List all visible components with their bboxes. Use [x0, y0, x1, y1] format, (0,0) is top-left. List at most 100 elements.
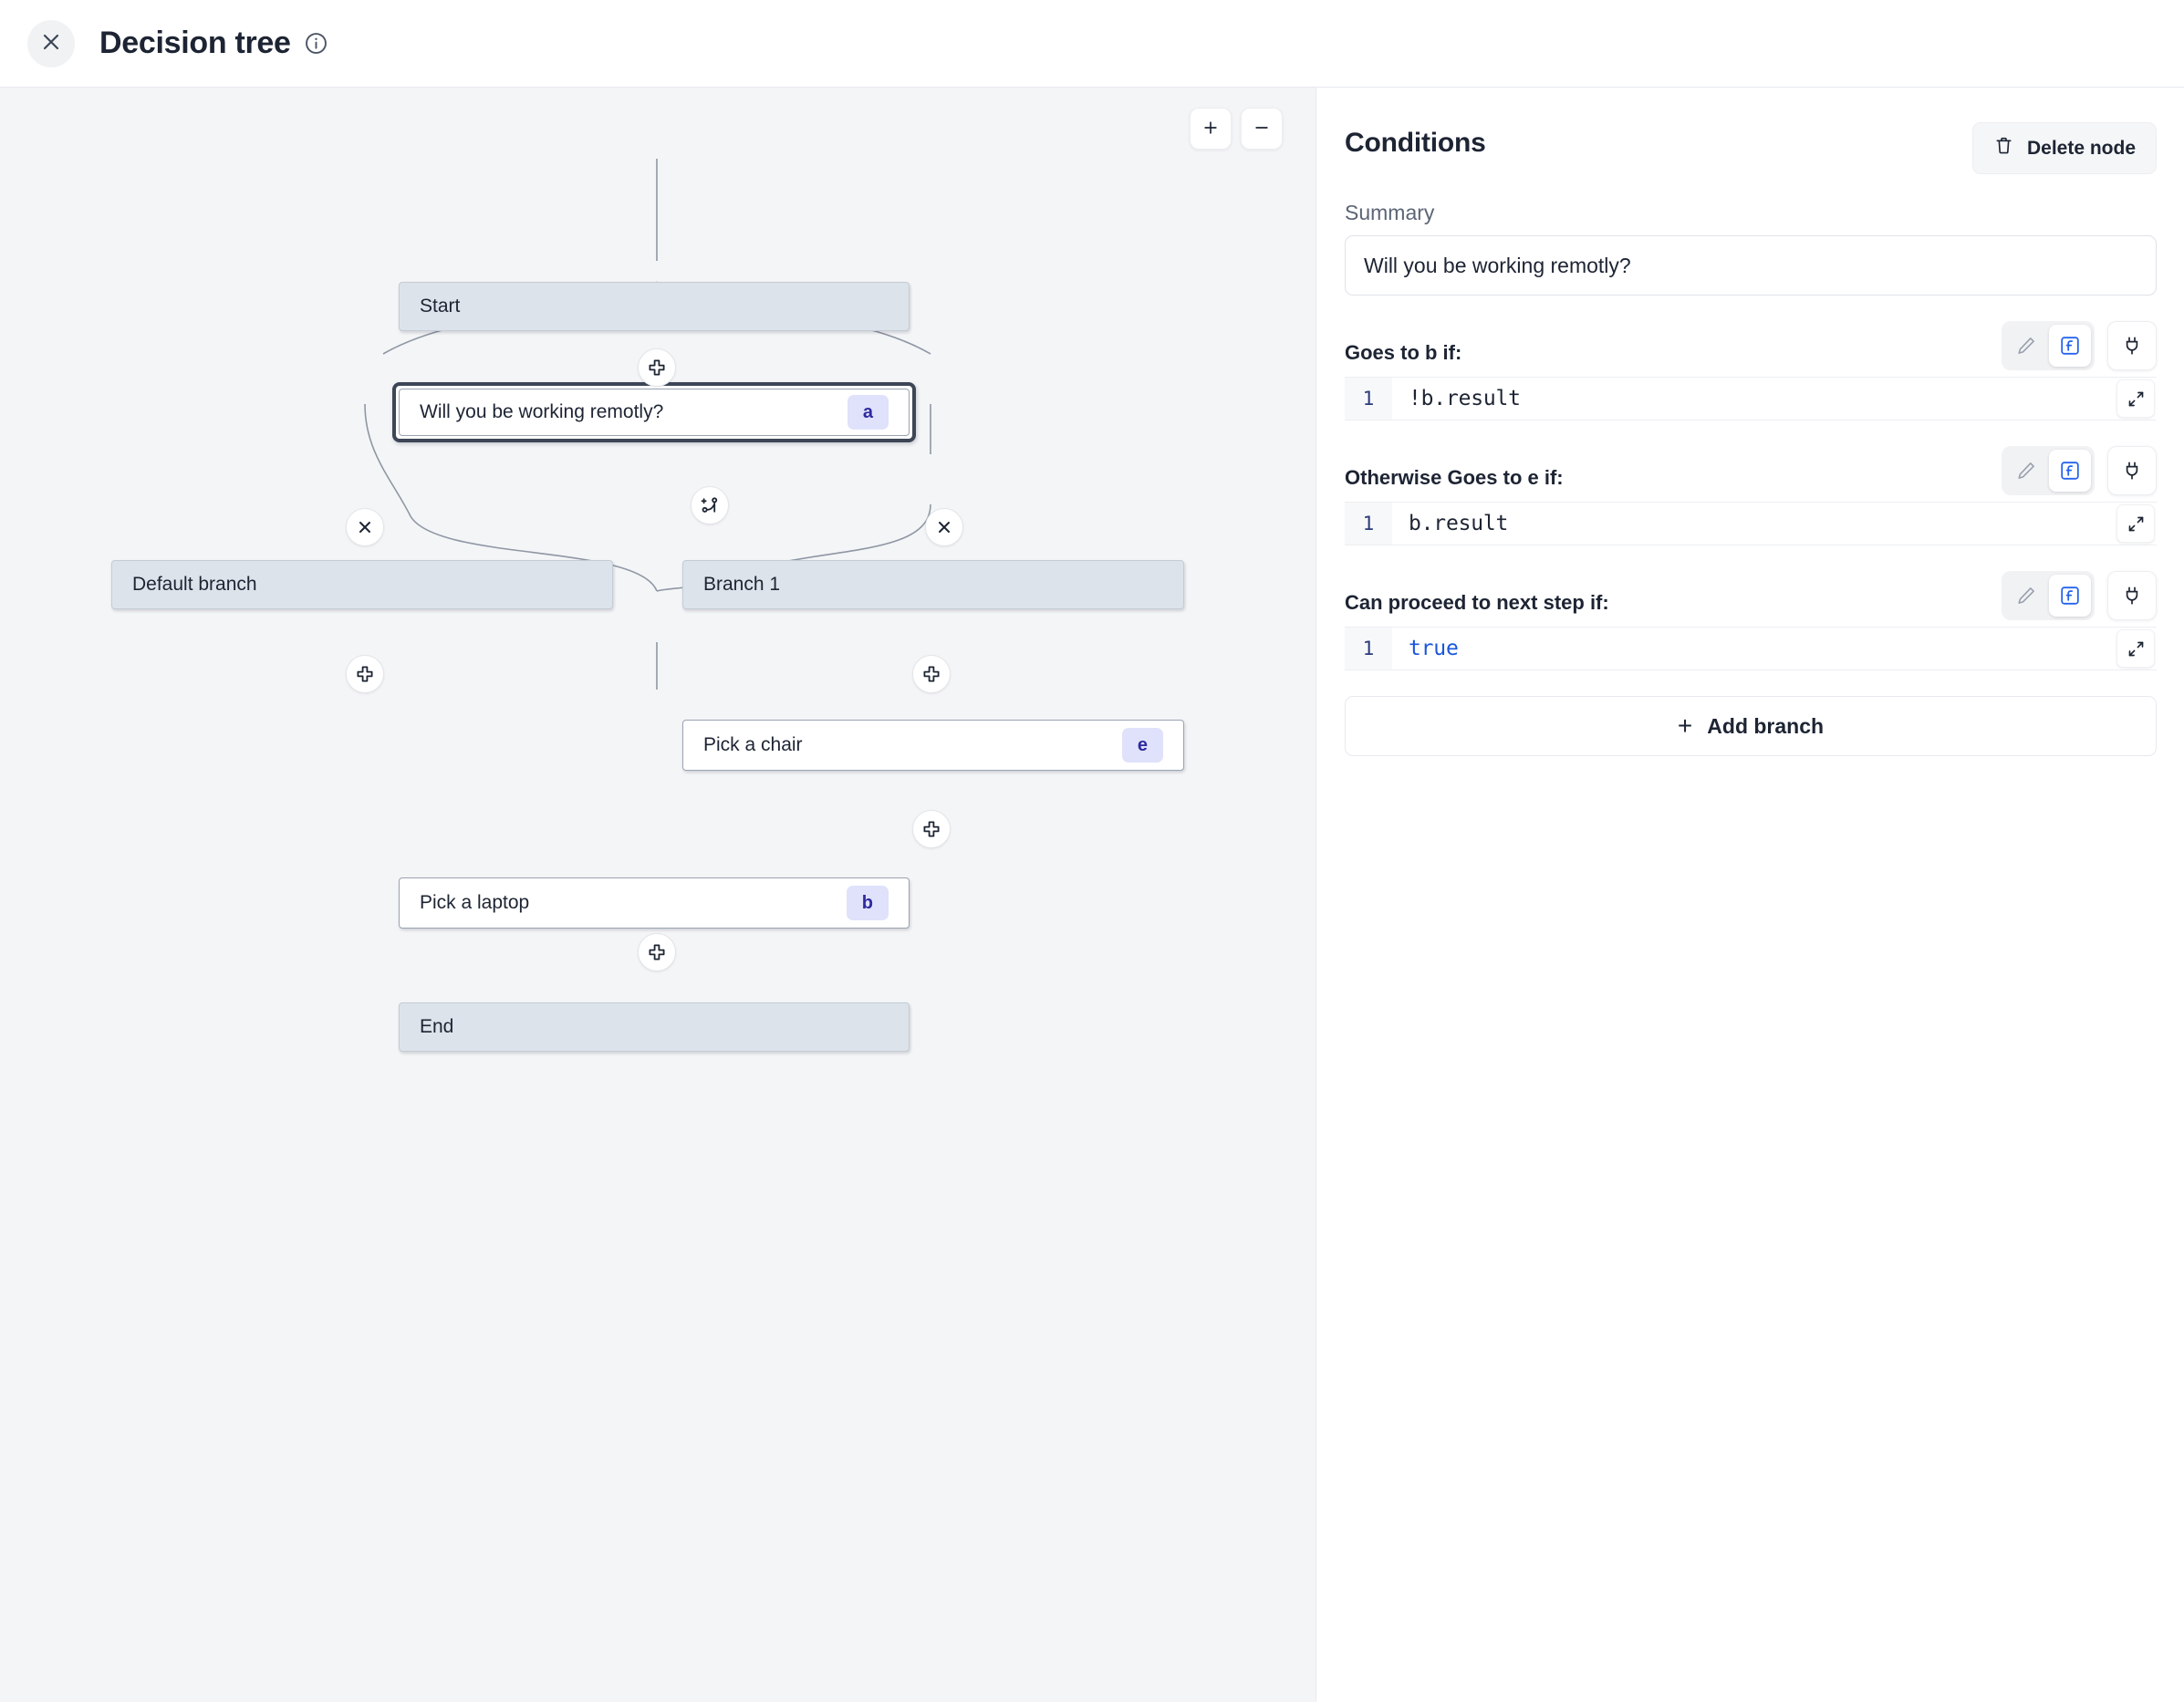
delete-node-label: Delete node [2026, 137, 2136, 159]
condition-header: Otherwise Goes to e if: [1345, 444, 2157, 495]
plus-icon [646, 941, 668, 963]
condition-label: Can proceed to next step if: [1345, 591, 1609, 614]
code-editor[interactable]: 1 b.result [1345, 502, 2157, 545]
function-icon [2059, 460, 2081, 482]
flow-node-badge: e [1121, 728, 1163, 763]
close-icon [40, 31, 62, 56]
line-number: 1 [1345, 378, 1392, 420]
editor-mode-toggle [2002, 571, 2095, 620]
expand-icon [2127, 639, 2146, 659]
trash-icon [1993, 135, 2014, 161]
flow-node-label: Pick a laptop [420, 892, 530, 913]
flow-node-end[interactable]: End [399, 1002, 910, 1052]
remove-branch-handle-default[interactable] [346, 508, 384, 546]
flow-node-decision-selected[interactable]: Will you be working remotly? a [392, 382, 916, 442]
summary-input[interactable] [1345, 235, 2157, 296]
properties-panel: Conditions Delete node Summary Goes to b… [1317, 88, 2184, 1702]
flow-node-badge: b [846, 886, 889, 920]
condition-block-can-proceed: Can proceed to next step if: [1345, 569, 2157, 670]
condition-tools [2002, 571, 2157, 620]
add-branch-handle[interactable] [691, 486, 729, 524]
expression-mode-button[interactable] [2049, 575, 2091, 617]
code-content[interactable]: !b.result [1409, 387, 1521, 410]
pencil-icon [2015, 335, 2037, 357]
condition-label: Otherwise Goes to e if: [1345, 466, 1564, 489]
pencil-icon [2015, 585, 2037, 607]
plug-icon [2121, 585, 2143, 607]
add-step-handle-after-start[interactable] [638, 348, 676, 387]
flow-node-pick-a-chair[interactable]: Pick a chair e [682, 720, 1184, 771]
flow-node-label: Start [420, 296, 461, 317]
remove-branch-handle-branch1[interactable] [925, 508, 963, 546]
plus-icon [1201, 117, 1220, 140]
condition-header: Can proceed to next step if: [1345, 569, 2157, 620]
title-group: Decision tree [99, 26, 328, 61]
pencil-mode-button[interactable] [2005, 450, 2047, 492]
expand-icon [2127, 389, 2146, 409]
condition-header: Goes to b if: [1345, 319, 2157, 370]
add-branch-label: Add branch [1707, 713, 1825, 738]
info-icon[interactable] [304, 31, 328, 56]
add-branch-button[interactable]: + Add branch [1345, 696, 2157, 756]
line-number: 1 [1345, 628, 1392, 669]
condition-tools [2002, 446, 2157, 495]
plus-icon [920, 818, 942, 840]
branch-plus-icon [699, 494, 721, 516]
code-content[interactable]: b.result [1409, 512, 1509, 535]
flow-node-label: End [420, 1016, 454, 1037]
plus-icon: + [1677, 711, 1693, 740]
expand-editor-button[interactable] [2116, 379, 2155, 418]
plus-icon [354, 663, 376, 685]
app-header: Decision tree [0, 0, 2184, 88]
panel-header: Conditions Delete node [1345, 122, 2157, 174]
flow-node-badge: a [847, 395, 889, 430]
zoom-out-button[interactable] [1241, 108, 1283, 150]
expand-editor-button[interactable] [2116, 504, 2155, 543]
add-step-handle-after-chair[interactable] [912, 810, 951, 848]
pencil-mode-button[interactable] [2005, 325, 2047, 367]
editor-mode-toggle [2002, 446, 2095, 495]
flow-node-branch-1[interactable]: Branch 1 [682, 560, 1184, 609]
flow-node-decision[interactable]: Will you be working remotly? a [399, 389, 910, 436]
add-step-handle-after-laptop[interactable] [638, 933, 676, 971]
flow-node-label: Branch 1 [703, 574, 781, 595]
plug-icon [2121, 335, 2143, 357]
code-editor[interactable]: 1 true [1345, 627, 2157, 670]
connect-variable-button[interactable] [2107, 571, 2157, 620]
close-button[interactable] [27, 19, 75, 67]
flow-node-default-branch[interactable]: Default branch [111, 560, 613, 609]
delete-node-button[interactable]: Delete node [1971, 122, 2157, 174]
expand-editor-button[interactable] [2116, 629, 2155, 668]
summary-label: Summary [1345, 201, 1435, 224]
panel-title: Conditions [1345, 128, 1486, 158]
flow-node-label: Default branch [132, 574, 257, 595]
condition-tools [2002, 321, 2157, 370]
function-icon [2059, 585, 2081, 607]
flow-canvas[interactable]: Start Will you be working remotly? a [0, 88, 1316, 1702]
minus-icon [1253, 117, 1271, 140]
code-content[interactable]: true [1409, 637, 1459, 660]
close-icon [933, 516, 955, 538]
connect-variable-button[interactable] [2107, 446, 2157, 495]
plus-icon [920, 663, 942, 685]
zoom-in-button[interactable] [1190, 108, 1232, 150]
pencil-icon [2015, 460, 2037, 482]
close-icon [354, 516, 376, 538]
editor-mode-toggle [2002, 321, 2095, 370]
condition-block-goes-to-b: Goes to b if: [1345, 319, 2157, 420]
add-step-handle-after-branch-1[interactable] [912, 655, 951, 693]
code-editor[interactable]: 1 !b.result [1345, 377, 2157, 420]
line-number: 1 [1345, 503, 1392, 545]
pencil-mode-button[interactable] [2005, 575, 2047, 617]
expression-mode-button[interactable] [2049, 325, 2091, 367]
expression-mode-button[interactable] [2049, 450, 2091, 492]
flow-node-label: Will you be working remotly? [420, 401, 664, 422]
flow-node-pick-a-laptop[interactable]: Pick a laptop b [399, 877, 910, 929]
connect-variable-button[interactable] [2107, 321, 2157, 370]
plus-icon [646, 357, 668, 379]
flow-node-start[interactable]: Start [399, 282, 910, 331]
plug-icon [2121, 460, 2143, 482]
add-step-handle-after-default-branch[interactable] [346, 655, 384, 693]
expand-icon [2127, 514, 2146, 534]
function-icon [2059, 335, 2081, 357]
